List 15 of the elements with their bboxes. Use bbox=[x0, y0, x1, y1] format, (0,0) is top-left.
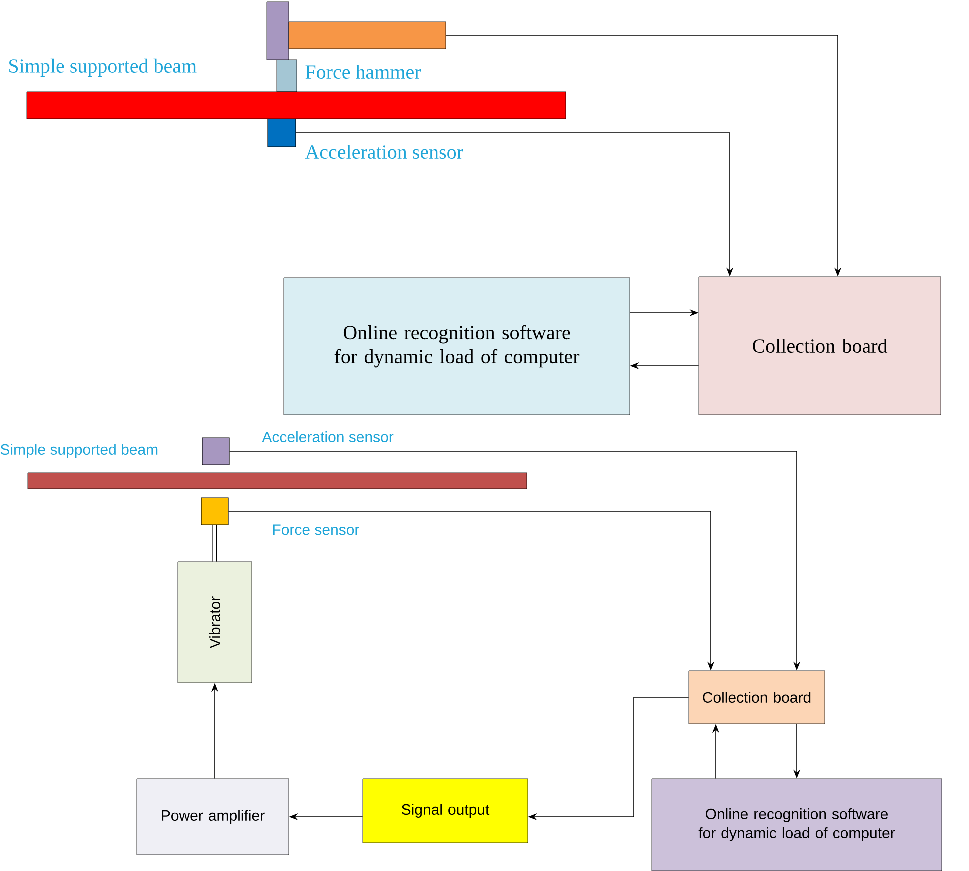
part-label: Force hammer bbox=[306, 64, 422, 80]
board-box: Collection board bbox=[688, 670, 826, 724]
software-box: Online recognition software for dynamic load of computer bbox=[284, 278, 630, 416]
part-label: Force sensor bbox=[273, 524, 360, 536]
vibrator-box: Vibrator bbox=[178, 562, 252, 684]
part-label: Simple supported beam bbox=[0, 444, 158, 458]
part-label: Acceleration sensor bbox=[305, 144, 464, 160]
sensor-block bbox=[202, 438, 230, 466]
part-label: Simple supported beam bbox=[10, 58, 197, 78]
amplifier-box: Power amplifier bbox=[136, 778, 290, 856]
part-label: Acceleration sensor bbox=[262, 432, 394, 442]
board-box: Collection board bbox=[698, 276, 942, 416]
software-box: Online recognition software for dynamic load of computer bbox=[652, 778, 942, 871]
output-box: Signal output bbox=[362, 778, 528, 844]
connector bbox=[212, 525, 218, 562]
